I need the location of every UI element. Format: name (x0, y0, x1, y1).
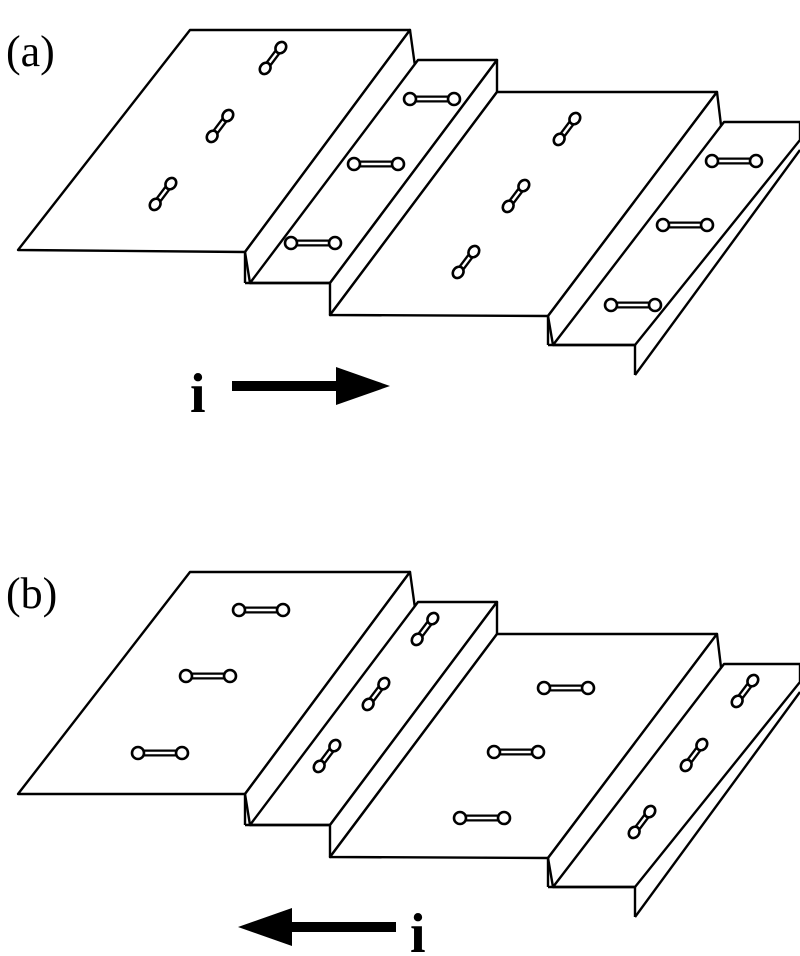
dimer (655, 217, 715, 233)
dimer (231, 602, 291, 618)
dimer (410, 611, 440, 647)
panel-b-staircase (16, 570, 800, 918)
dimer (452, 810, 512, 826)
current-label-a: i (190, 363, 206, 425)
dimer (486, 744, 546, 760)
dimer (205, 108, 235, 144)
dimer (536, 680, 596, 696)
dimer (283, 235, 343, 251)
panel-b: (b) (6, 569, 800, 956)
dimer (402, 91, 462, 107)
dimer (346, 156, 406, 172)
panel-b-label: (b) (6, 569, 57, 618)
dimer (679, 737, 709, 773)
dimer (312, 738, 342, 774)
panel-a-dimers-parallel (148, 40, 582, 280)
dimer (730, 673, 760, 709)
panel-b-dimers-parallel (312, 611, 760, 840)
dimer (501, 178, 531, 214)
dimer (603, 297, 663, 313)
current-label-b: i (410, 903, 426, 956)
dimer (451, 244, 481, 280)
dimer (130, 745, 190, 761)
panel-a: (a) (6, 27, 800, 425)
panel-a-dimers-perpendicular (283, 91, 764, 313)
dimer (148, 176, 178, 212)
arrow-right-icon (232, 367, 390, 405)
panel-a-staircase (16, 28, 800, 376)
dimer (361, 676, 391, 712)
panel-a-label: (a) (6, 27, 55, 76)
arrow-left-icon (238, 908, 396, 946)
dimer (704, 153, 764, 169)
dimer (258, 40, 288, 76)
panel-b-dimers-perpendicular (130, 602, 596, 826)
dimer (178, 668, 238, 684)
dimer (552, 111, 582, 147)
dimer (627, 804, 657, 840)
